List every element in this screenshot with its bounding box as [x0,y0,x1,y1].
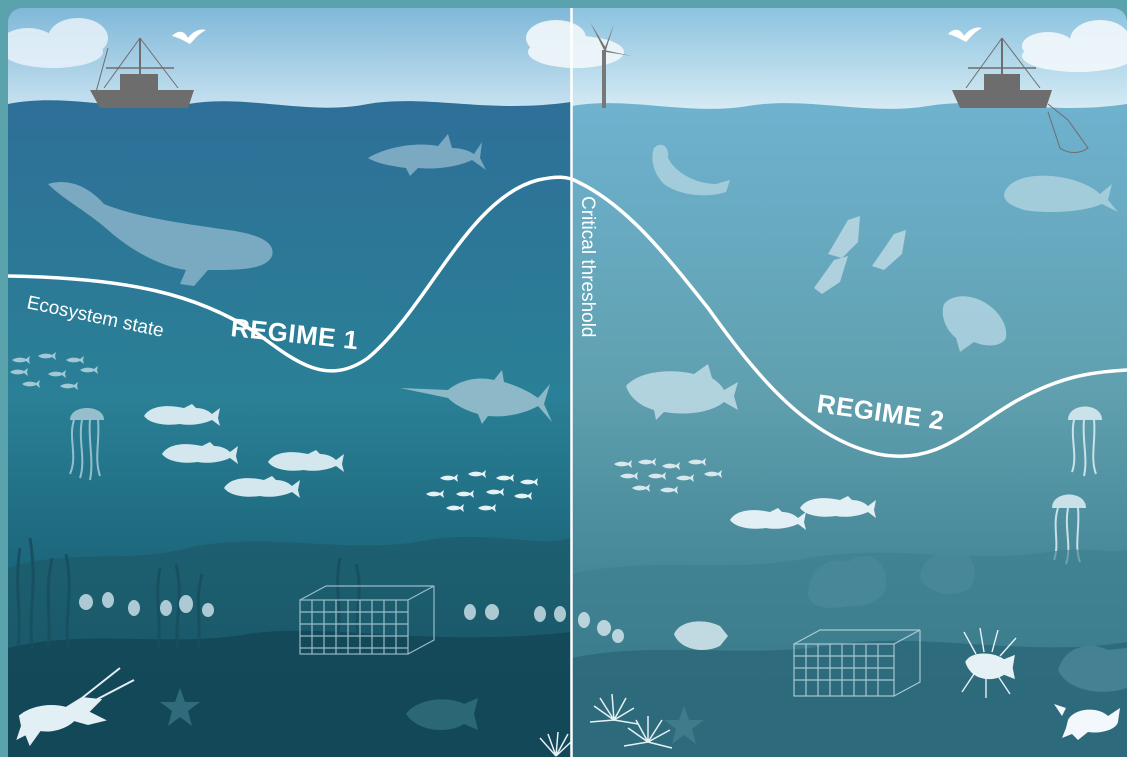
crab-icon [1054,704,1120,740]
jellyfish-icon [1052,406,1102,565]
right-panel [526,8,1127,757]
starfish-icon [664,706,704,744]
lobster-icon [16,667,135,747]
whale-icon [48,182,273,286]
coral-icon [808,552,1127,692]
trap-icon [299,585,435,655]
mahi-mahi-icon [1004,175,1118,212]
sea-urchin-icon [539,731,572,757]
sea-urchin-icon [589,693,673,749]
starfish-icon [160,688,200,726]
critical-threshold-label: Critical threshold [577,196,598,338]
squid-icon [814,216,906,294]
shell-icon [79,592,566,622]
left-panel [8,8,572,757]
seaweed-icon [16,537,361,649]
regime-shift-diagram: Ecosystem state REGIME 1 REGIME 2 Critic… [8,8,1127,757]
diagram-canvas: Ecosystem state REGIME 1 REGIME 2 Critic… [8,8,1127,757]
seagull-icon [172,29,206,44]
tuna-icon [626,364,738,420]
fishing-boat-icon [952,37,1089,153]
flounder-icon [406,698,478,730]
seagull-icon [948,27,982,42]
jellyfish-icon [69,408,104,481]
lionfish-icon [961,627,1017,698]
ecosystem-state-curve [8,175,1127,458]
triggerfish-icon [674,621,728,650]
swordfish-icon [400,370,552,424]
cloud-icon [8,18,108,68]
fishing-boat-icon [90,37,194,108]
shark-icon [368,134,486,176]
sea-turtle-icon [942,296,1007,352]
seal-icon [652,144,730,196]
trap-icon [793,629,921,697]
shell-icon [578,612,624,643]
wind-turbine-icon [590,22,632,108]
